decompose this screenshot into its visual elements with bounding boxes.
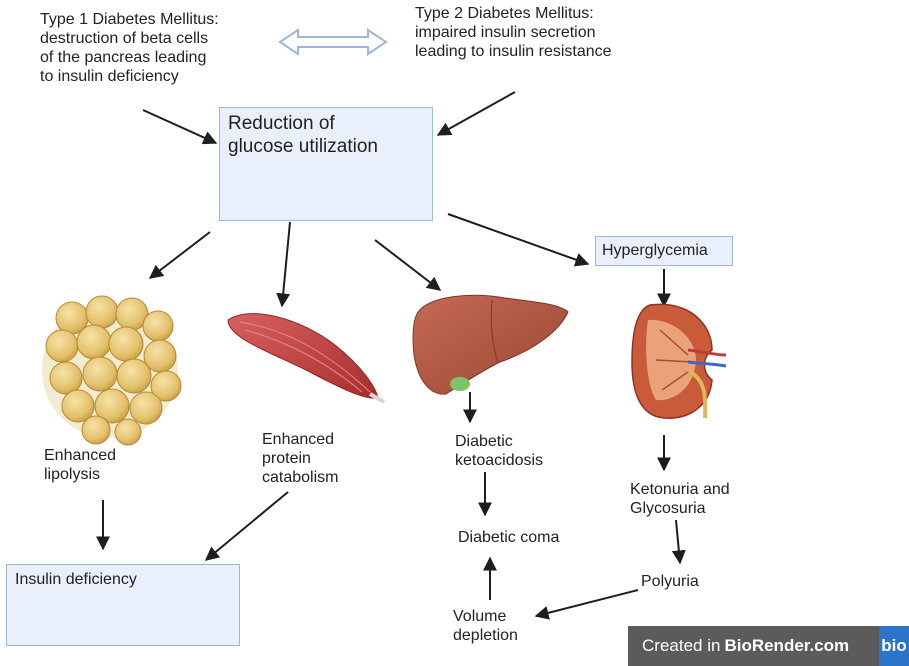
double-arrow-icon	[278, 28, 388, 56]
muscle-icon	[227, 313, 385, 404]
arrow-reduction-to-liver	[374, 239, 442, 291]
protein-catabolism-label: Enhanced protein catabolism	[262, 431, 339, 486]
volume-depletion-label: Volume depletion	[453, 608, 518, 644]
badge-brand: BioRender.com	[724, 636, 850, 655]
lipolysis-label: Enhanced lipolysis	[44, 447, 117, 483]
arrow-reduction-to-hyperglycemia	[447, 213, 590, 267]
diabetic-coma-label: Diabetic coma	[458, 529, 560, 546]
arrow-ketonuria-to-polyuria	[671, 519, 686, 565]
type2-description: Type 2 Diabetes Mellitus: impaired insul…	[415, 5, 612, 60]
insulin-deficiency-box: Insulin deficiency	[6, 564, 240, 646]
arrow-reduction-to-fat	[148, 231, 211, 279]
arrow-protein-to-insulin	[204, 491, 289, 561]
biorender-logo-icon: bio	[879, 626, 909, 666]
arrow-type1-to-reduction	[142, 109, 218, 145]
biorender-badge[interactable]: Created in BioRender.com bio	[628, 626, 909, 666]
liver-icon	[412, 294, 569, 395]
polyuria-label: Polyuria	[641, 573, 699, 590]
fat-cells-icon	[42, 295, 182, 446]
reduction-box: Reduction of glucose utilization	[219, 107, 433, 221]
arrow-reduction-to-muscle	[276, 221, 291, 308]
ketoacidosis-label: Diabetic ketoacidosis	[455, 433, 544, 469]
arrow-polyuria-to-volume	[534, 589, 639, 620]
arrow-type2-to-reduction	[436, 91, 516, 136]
hyperglycemia-box: Hyperglycemia	[595, 236, 733, 266]
type1-description: Type 1 Diabetes Mellitus: destruction of…	[40, 11, 219, 85]
badge-prefix: Created in	[642, 636, 721, 655]
ketonuria-label: Ketonuria and Glycosuria	[630, 481, 730, 517]
kidney-icon	[631, 303, 727, 419]
